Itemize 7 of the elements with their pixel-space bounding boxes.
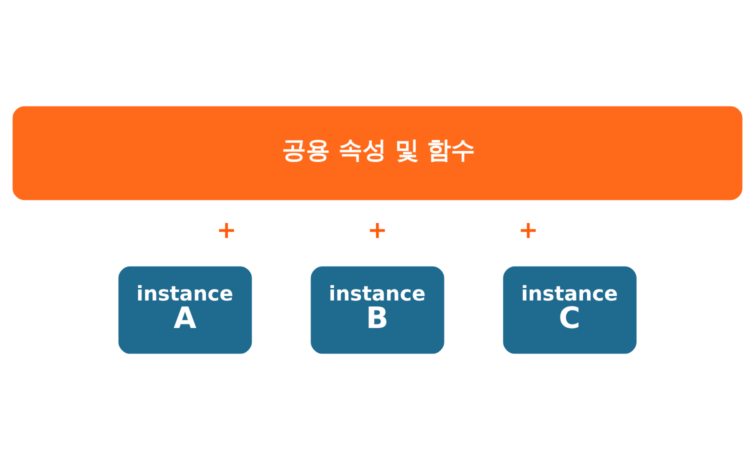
node-box: instance A bbox=[118, 266, 252, 354]
node-box: instance C bbox=[503, 266, 637, 354]
node-box: 공용 속성 및 함수 bbox=[12, 106, 742, 200]
label: + bbox=[367, 216, 388, 244]
label: + bbox=[216, 216, 236, 244]
node-box: instance B bbox=[310, 266, 444, 354]
label: + bbox=[518, 216, 538, 244]
